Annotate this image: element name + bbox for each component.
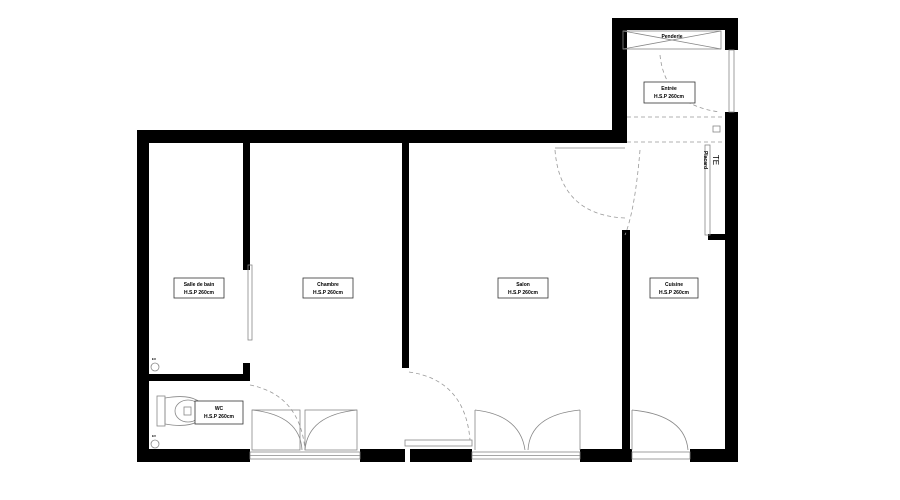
te-label: TE <box>711 155 720 165</box>
penderie: Penderie <box>622 30 722 50</box>
room-label-chambre: Chambre H.S.P 260cm <box>302 277 354 299</box>
meter-icon <box>150 362 160 372</box>
svg-text:H.S.P 260cm: H.S.P 260cm <box>659 290 689 296</box>
room-label-cuisine: Cuisine H.S.P 260cm <box>649 277 699 299</box>
svg-text:H.S.P 260cm: H.S.P 260cm <box>184 290 214 296</box>
meter-bath-label: EU <box>152 357 156 361</box>
placard-label: Placard <box>702 151 708 169</box>
svg-text:Chambre: Chambre <box>317 282 339 288</box>
meter-icon <box>150 439 160 449</box>
svg-text:H.S.P 260cm: H.S.P 260cm <box>313 290 343 296</box>
svg-text:Salle de bain: Salle de bain <box>184 282 215 288</box>
svg-text:H.S.P 260cm: H.S.P 260cm <box>204 414 234 420</box>
placard <box>704 144 711 236</box>
svg-text:H.S.P 260cm: H.S.P 260cm <box>508 290 538 296</box>
room-label-entree: Entrée H.S.P 260cm <box>643 81 696 104</box>
room-label-salon: Salon H.S.P 260cm <box>497 277 549 299</box>
room-label-salle-de-bain: Salle de bain H.S.P 260cm <box>173 277 225 299</box>
penderie-label: Penderie <box>661 34 682 40</box>
walls <box>137 18 738 462</box>
svg-text:Salon: Salon <box>516 282 530 288</box>
windows <box>247 49 735 460</box>
svg-text:WC: WC <box>215 406 224 412</box>
switch-icon <box>712 125 721 133</box>
meter-wc-label: EV <box>152 434 156 438</box>
doors <box>249 54 725 451</box>
room-label-wc: WC H.S.P 260cm <box>194 400 244 425</box>
svg-text:H.S.P 260cm: H.S.P 260cm <box>654 94 684 100</box>
svg-text:Entrée: Entrée <box>661 86 677 92</box>
svg-text:Cuisine: Cuisine <box>665 282 683 288</box>
